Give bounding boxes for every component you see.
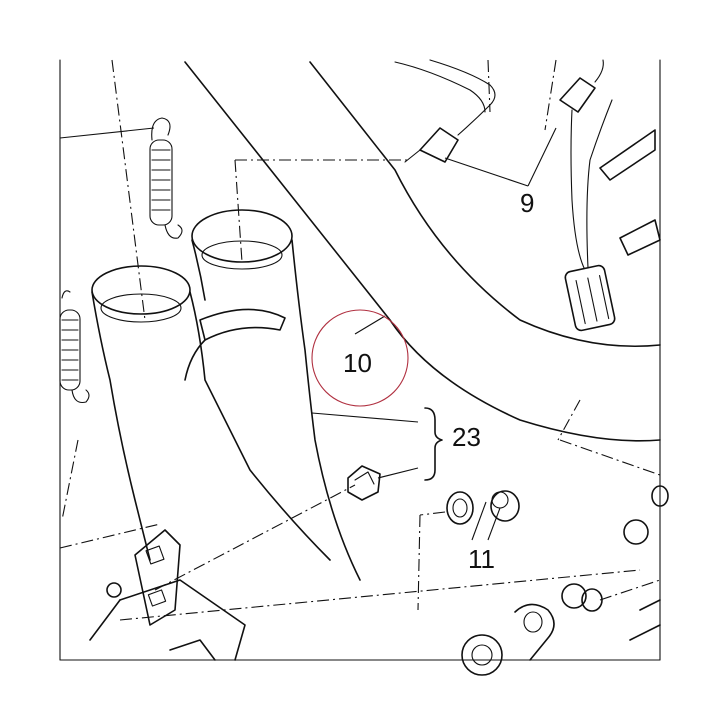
exhaust-spring-lower xyxy=(59,290,90,404)
brace-23 xyxy=(424,407,443,481)
fastener-group-right xyxy=(561,485,669,612)
lambda-sensor-right xyxy=(559,59,604,271)
nut-23 xyxy=(347,465,381,501)
lambda-sensor-left xyxy=(404,59,496,163)
highlight-circle xyxy=(311,309,409,407)
linkage-arm xyxy=(461,599,661,676)
callout-23: 23 xyxy=(452,422,481,452)
wiring-connector xyxy=(564,99,616,332)
callout-9: 9 xyxy=(520,188,534,218)
callout-11: 11 xyxy=(468,544,495,574)
flange-nut-11 xyxy=(490,490,520,522)
explode-lines xyxy=(59,59,661,621)
exhaust-spring-upper xyxy=(149,117,183,239)
mounting-plate xyxy=(106,529,181,626)
frame-panel xyxy=(184,61,661,442)
leader-lines xyxy=(59,127,557,541)
callout-10: 10 xyxy=(343,348,372,378)
side-bracket-right xyxy=(599,129,661,256)
washer-11 xyxy=(446,491,474,525)
exhaust-headers xyxy=(89,209,361,661)
